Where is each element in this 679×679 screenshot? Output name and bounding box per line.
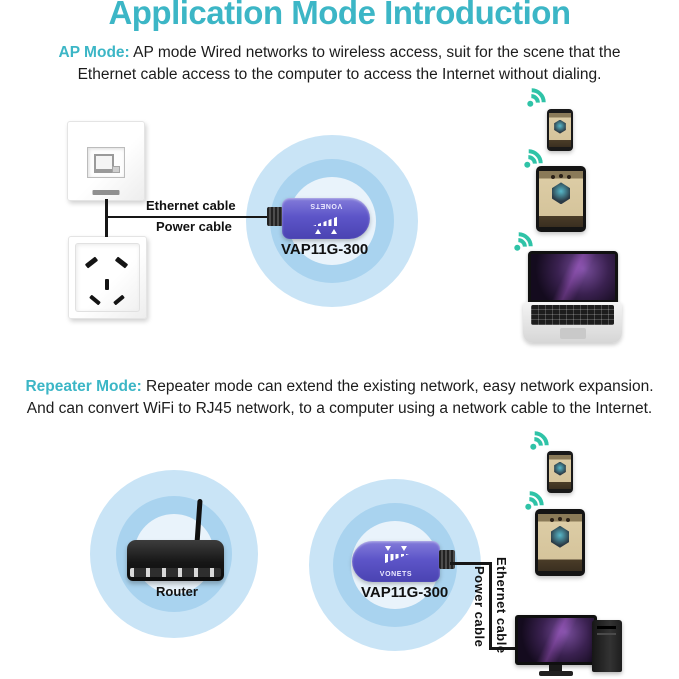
keyboard [531, 305, 614, 325]
tablet [536, 166, 586, 232]
ap-mode-description: AP Mode: AP mode Wired networks to wirel… [8, 42, 671, 86]
device-brand-logo: VONETS [309, 202, 343, 209]
vap11g-device-repeater: VONETS [352, 541, 456, 582]
wifi-signal-icon [510, 82, 552, 124]
tower-vent [597, 626, 616, 629]
laptop-screen [528, 251, 618, 303]
repeater-device-name-label: VAP11G-300 [361, 584, 449, 601]
desktop-tower [592, 620, 622, 672]
triangle-indicator-icon [315, 229, 321, 234]
repeater-desc-line1: Repeater mode can extend the existing ne… [146, 378, 654, 395]
ethernet-wall-outlet [67, 121, 145, 201]
phone-screen-art [549, 455, 571, 489]
repeater-power-cable-label: Power cable [472, 566, 487, 648]
laptop-screen-art [531, 254, 615, 300]
trackpad [560, 328, 586, 339]
game-crest [552, 182, 570, 205]
triangle-indicator-icon [331, 229, 337, 234]
monitor-base [539, 671, 573, 676]
repeater-ethernet-cable-label: Ethernet cable [494, 557, 509, 654]
monitor-stand [549, 665, 562, 671]
monitor-screen-art [518, 618, 594, 662]
ethernet-cable-line [450, 562, 491, 565]
device-face: VONETS [282, 198, 370, 239]
ethernet-cable-line [489, 647, 519, 650]
vap11g-device-body: VONETS [352, 541, 440, 582]
tablet [535, 509, 585, 576]
laptop-keyboard-base [523, 302, 622, 343]
game-crest [551, 525, 569, 548]
ap-power-cable-label: Power cable [156, 219, 232, 234]
rj45-jack [87, 146, 125, 178]
smartphone [547, 451, 573, 493]
tablet-screen-art [539, 171, 583, 227]
smartphone [547, 109, 573, 151]
ethernet-cable-line [489, 562, 492, 650]
device-face: VONETS [352, 541, 440, 582]
cable-connector-icon [439, 550, 455, 569]
router [127, 540, 224, 581]
art-stars [558, 517, 562, 522]
art-stars [559, 174, 563, 179]
socket-slot [105, 279, 109, 290]
triangle-indicator-icon [401, 546, 407, 551]
vap11g-device-ap: VONETS [267, 198, 371, 239]
outlet-brand-strip [92, 190, 120, 195]
ap-desc-line2: Ethernet cable access to the computer to… [77, 66, 602, 83]
ethernet-cable-line [106, 215, 273, 218]
tower-drive-bay [597, 633, 616, 635]
cable-connector-icon [267, 207, 283, 226]
router-label: Router [156, 584, 198, 599]
repeater-desc-line2: And can convert WiFi to RJ45 network, to… [26, 400, 653, 417]
router-front-panel [130, 568, 221, 577]
page-title: Application Mode Introduction [108, 0, 571, 31]
phone-screen-art [549, 113, 571, 147]
tablet-screen-art [538, 514, 582, 571]
ap-ethernet-cable-label: Ethernet cable [146, 198, 236, 213]
power-wall-socket [68, 236, 147, 319]
desktop-monitor [515, 615, 597, 665]
repeater-mode-label: Repeater Mode: [25, 378, 142, 395]
triangle-indicator-icon [385, 546, 391, 551]
ap-device-name-label: VAP11G-300 [281, 241, 369, 258]
power-cable-line-vertical [105, 199, 108, 237]
signal-bars-icon [383, 554, 409, 565]
ap-desc-line1: AP mode Wired networks to wireless acces… [133, 44, 621, 61]
signal-bars-icon [313, 216, 339, 226]
jack-detail [112, 165, 120, 173]
socket-inner-panel [75, 243, 140, 312]
repeater-mode-description: Repeater Mode: Repeater mode can extend … [8, 376, 671, 420]
game-crest [554, 461, 566, 476]
ap-mode-label: AP Mode: [58, 44, 130, 61]
game-crest [554, 119, 566, 134]
rj45-port-icon [94, 153, 114, 173]
vap11g-device-body: VONETS [282, 198, 370, 239]
device-brand-logo: VONETS [379, 571, 413, 578]
